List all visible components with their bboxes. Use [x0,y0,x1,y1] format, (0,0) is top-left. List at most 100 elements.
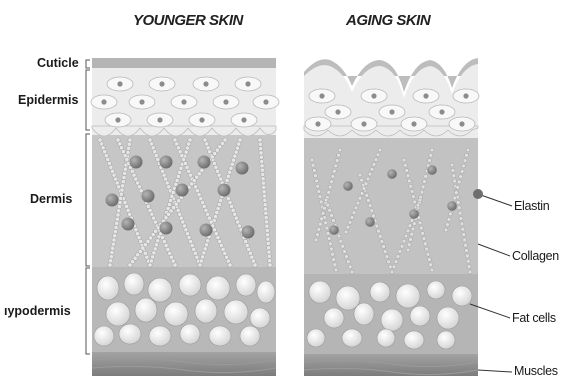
collagen-bead [326,231,330,235]
collagen-bead [430,268,434,272]
collagen-bead [104,154,108,158]
collagen-bead [173,263,177,267]
collagen-bead [162,239,166,243]
collagen-bead [266,241,270,245]
cell-nucleus [335,109,340,114]
collagen-bead [103,150,107,154]
collagen-bead [338,148,342,152]
collagen-bead [462,164,466,168]
elastin-ball [242,226,255,239]
collagen-bead [218,239,222,243]
collagen-bead [122,175,126,179]
collagen-bead [204,243,208,247]
collagen-bead [328,208,332,212]
collagen-bead [217,173,221,177]
muscles-pointer [478,370,512,372]
collagen-bead [457,180,461,184]
collagen-bead [111,242,115,246]
collagen-bead [315,233,319,237]
collagen-bead [263,203,267,207]
elastin-ball [122,218,135,231]
collagen-bead [346,260,350,264]
collagen-bead [344,230,348,234]
elastin-ball [160,222,173,235]
collagen-bead [453,179,457,183]
collagen-bead [149,259,153,263]
collagen-bead [456,200,460,204]
fat-cell [224,300,248,324]
collagen-bead [123,167,127,171]
collagen-bead [377,229,381,233]
collagen-bead [225,178,229,182]
muscles-label: Muscles [514,364,558,378]
collagen-bead [372,162,376,166]
elastin-ball [142,190,155,203]
collagen-bead [121,180,125,184]
collagen-bead [216,236,220,240]
collagen-bead [230,162,234,166]
collagen-bead [130,169,134,173]
collagen-bead [221,247,225,251]
aging-skin-title: AGING SKIN [346,12,430,29]
collagen-bead [332,258,336,262]
collagen-bead [425,247,429,251]
collagen-bead [400,244,404,248]
layer-brackets [86,60,90,354]
collagen-bead [408,224,412,228]
collagen-bead [333,263,337,267]
collagen-bead [382,244,386,248]
epidermis-label: Epidermis [18,93,78,107]
collagen-bead [383,250,387,254]
collagen-bead [420,190,424,194]
fat-cell [437,331,455,349]
fat-cell [377,329,395,347]
collagen-bead [185,232,189,236]
collagen-bead [178,212,182,216]
fat-cell [324,308,344,328]
collagen-bead [183,161,187,165]
collagen-bead [139,239,143,243]
collagen-bead [407,243,411,247]
collagen-bead [195,255,199,259]
collagen-bead [123,200,127,204]
collagen-bead [421,231,425,235]
collagen-bead [208,150,212,154]
collagen-bead [335,159,339,163]
collagen-bead [112,238,116,242]
collagen-bead [185,165,189,169]
fat-cell [452,286,472,306]
collagen-bead [339,239,343,243]
fat-cell [164,302,188,326]
collagen-bead [199,196,203,200]
collagen-bead [310,158,314,162]
collagen-bead [115,181,119,185]
collagen-bead [216,206,220,210]
collagen-bead [454,191,458,195]
collagen-bead [459,217,463,221]
collagen-bead [328,242,332,246]
collagen-bead [135,181,139,185]
collagen-bead [461,227,465,231]
collagen-bead [315,179,319,183]
collagen-bead [98,138,102,142]
collagen-bead [164,177,168,181]
collagen-bead [113,234,117,238]
collagen-bead [228,263,232,267]
collagen-bead [153,220,157,224]
collagen-bead [150,255,154,259]
collagen-bead [334,164,338,168]
collagen-bead [466,148,470,152]
collagen-bead [251,259,255,263]
collagen-bead [319,200,323,204]
fat-cell [94,326,114,346]
collagen-bead [117,185,121,189]
cell-nucleus [117,81,122,86]
collagen-bead [219,198,223,202]
collagen-bead [396,255,400,259]
collagen-bead [421,185,425,189]
cell-nucleus [423,93,428,98]
collagen-bead [445,223,449,227]
collagen-bead [202,251,206,255]
elastin-ball [236,162,249,175]
collagen-bead [145,255,149,259]
